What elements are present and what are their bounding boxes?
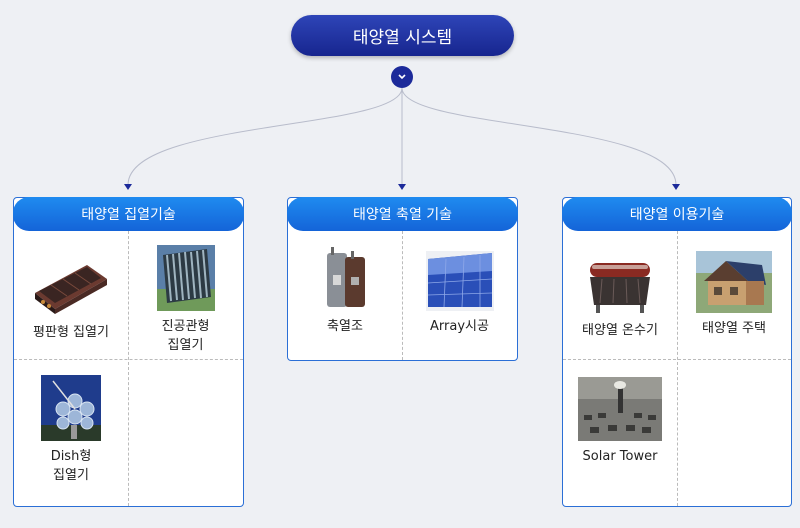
item-solar-water-heater[interactable]: 태양열 온수기: [563, 259, 677, 340]
solar-water-heater-image: [590, 263, 650, 313]
vacuum-tube-collector-image: [156, 245, 215, 311]
item-dish-label: Dish형 집열기: [50, 449, 92, 483]
solar-tower-image: [578, 377, 662, 441]
panel-use: 태양열 이용기술 태양열 온수기: [562, 197, 792, 507]
panel-collect: 태양열 집열기술 평판형 집열기: [13, 197, 244, 507]
item-array-label: Array시공: [430, 319, 489, 334]
panel-use-title: 태양열 이용기술: [629, 207, 725, 223]
panel-storage-header[interactable]: 태양열 축열 기술: [287, 197, 518, 231]
root-node[interactable]: 태양열 시스템: [291, 15, 514, 56]
chevron-down-icon: [398, 74, 406, 80]
panel-storage-title: 태양열 축열 기술: [352, 207, 453, 223]
panel-use-header[interactable]: 태양열 이용기술: [562, 197, 792, 231]
item-storage-tank-label: 축열조: [327, 319, 363, 334]
arrow-center-icon: [398, 184, 406, 190]
item-solar-tower-label: Solar Tower: [582, 449, 658, 464]
item-flat-plate-label: 평판형 집열기: [33, 325, 109, 340]
arrow-right-icon: [672, 184, 680, 190]
solar-array-image: [425, 251, 494, 311]
item-array-install[interactable]: Array시공: [402, 251, 517, 336]
expand-toggle[interactable]: [391, 66, 413, 88]
root-title: 태양열 시스템: [352, 28, 453, 48]
item-solar-tower[interactable]: Solar Tower: [563, 377, 677, 466]
flat-plate-collector-image: [35, 265, 107, 314]
item-solar-house[interactable]: 태양열 주택: [677, 251, 791, 338]
item-flat-plate-collector[interactable]: 평판형 집열기: [14, 257, 128, 342]
item-water-heater-label: 태양열 온수기: [582, 323, 658, 338]
solar-house-image: [696, 251, 772, 313]
arrow-left-icon: [124, 184, 132, 190]
dish-collector-image: [41, 375, 101, 441]
item-storage-tank[interactable]: 축열조: [288, 247, 402, 336]
panel-collect-title: 태양열 집열기술: [81, 207, 176, 223]
item-vacuum-tube-label: 진공관형 집열기: [161, 319, 210, 353]
storage-tank-image: [327, 247, 365, 307]
item-vacuum-tube-collector[interactable]: 진공관형 집열기: [128, 245, 243, 355]
item-solar-house-label: 태양열 주택: [702, 321, 766, 336]
panel-collect-header[interactable]: 태양열 집열기술: [13, 197, 244, 231]
panel-storage: 태양열 축열 기술 축열조: [287, 197, 518, 361]
item-dish-collector[interactable]: Dish형 집열기: [14, 375, 128, 485]
